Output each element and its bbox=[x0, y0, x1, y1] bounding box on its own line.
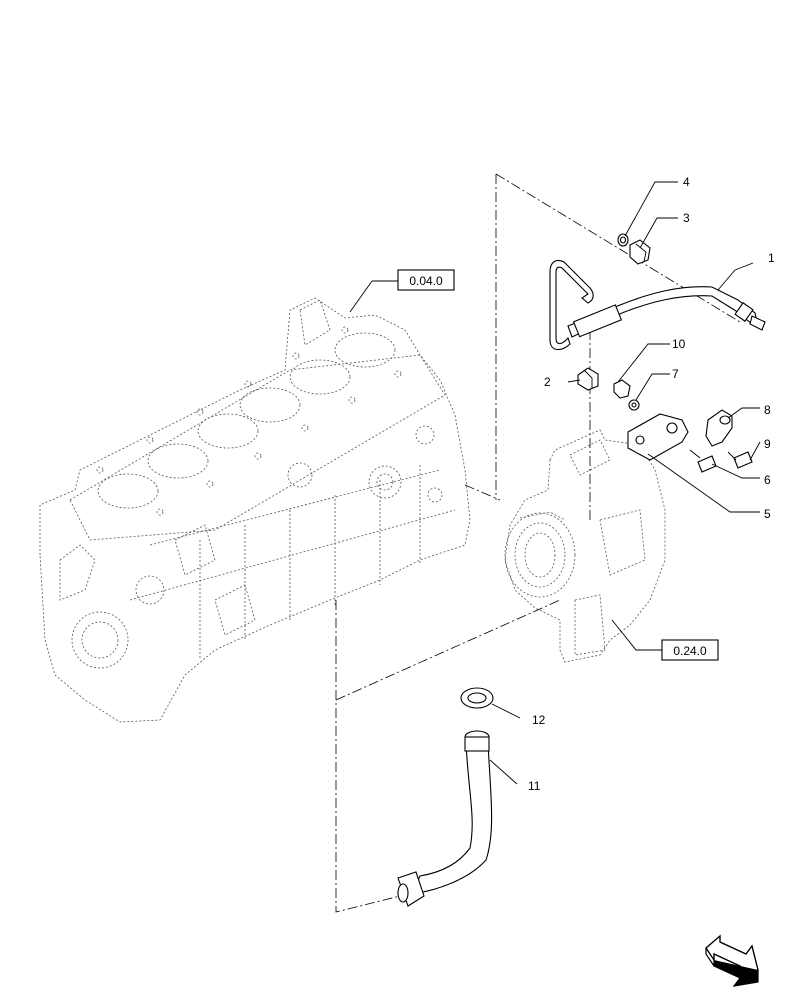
engine-block bbox=[39, 297, 471, 723]
oil-return-pipe bbox=[397, 730, 493, 907]
cap-screw-part bbox=[733, 451, 753, 469]
small-fittings bbox=[460, 233, 753, 709]
ref-label: 0.24.0 bbox=[673, 644, 707, 658]
leader-lines bbox=[349, 181, 761, 785]
callout-2: 2 bbox=[544, 375, 551, 389]
callout-10: 10 bbox=[672, 337, 686, 351]
union-fitting-part bbox=[577, 367, 599, 391]
direction-arrow-icon bbox=[705, 934, 759, 987]
screw-part bbox=[697, 455, 717, 473]
callout-12: 12 bbox=[532, 713, 546, 727]
callout-5: 5 bbox=[764, 507, 771, 521]
callout-1: 1 bbox=[768, 251, 775, 265]
callout-9: 9 bbox=[764, 437, 771, 451]
callout-numbers: 1 2 3 4 5 6 7 8 9 10 11 12 bbox=[528, 175, 775, 793]
adapter-fitting-part bbox=[629, 239, 651, 265]
callout-3: 3 bbox=[683, 211, 690, 225]
ref-box-engine-block: 0.04.0 bbox=[397, 269, 455, 291]
center-lines bbox=[335, 173, 741, 913]
callout-6: 6 bbox=[764, 473, 771, 487]
ref-box-turbocharger: 0.24.0 bbox=[661, 639, 719, 661]
callout-4: 4 bbox=[683, 175, 690, 189]
callout-8: 8 bbox=[764, 403, 771, 417]
washer-part bbox=[613, 379, 631, 399]
callout-11: 11 bbox=[528, 779, 541, 793]
turbocharger bbox=[504, 429, 666, 663]
oil-feed-pipe bbox=[549, 259, 766, 351]
elbow-fitting-part bbox=[705, 409, 733, 447]
ref-label: 0.04.0 bbox=[409, 274, 443, 288]
callout-7: 7 bbox=[672, 367, 679, 381]
